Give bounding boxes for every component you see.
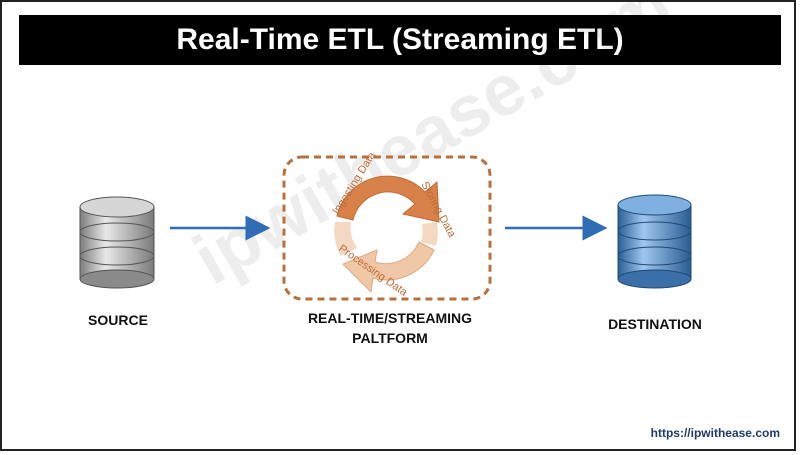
platform-box — [282, 155, 492, 301]
title-text: Real-Time ETL (Streaming ETL) — [176, 23, 624, 56]
platform-label: REAL-TIME/STREAMING PALTFORM — [290, 308, 490, 348]
platform-label-line1: REAL-TIME/STREAMING — [307, 310, 473, 326]
source-label: SOURCE — [88, 312, 148, 328]
website-link[interactable]: https://ipwithease.com — [650, 426, 780, 440]
platform-label-line2: PALTFORM — [352, 330, 428, 346]
destination-label: DESTINATION — [608, 316, 702, 332]
page-title: Real-Time ETL (Streaming ETL) — [19, 15, 781, 65]
processing-cycle-icon — [334, 175, 440, 294]
destination-database-icon — [617, 194, 692, 289]
source-database-icon — [79, 196, 155, 289]
